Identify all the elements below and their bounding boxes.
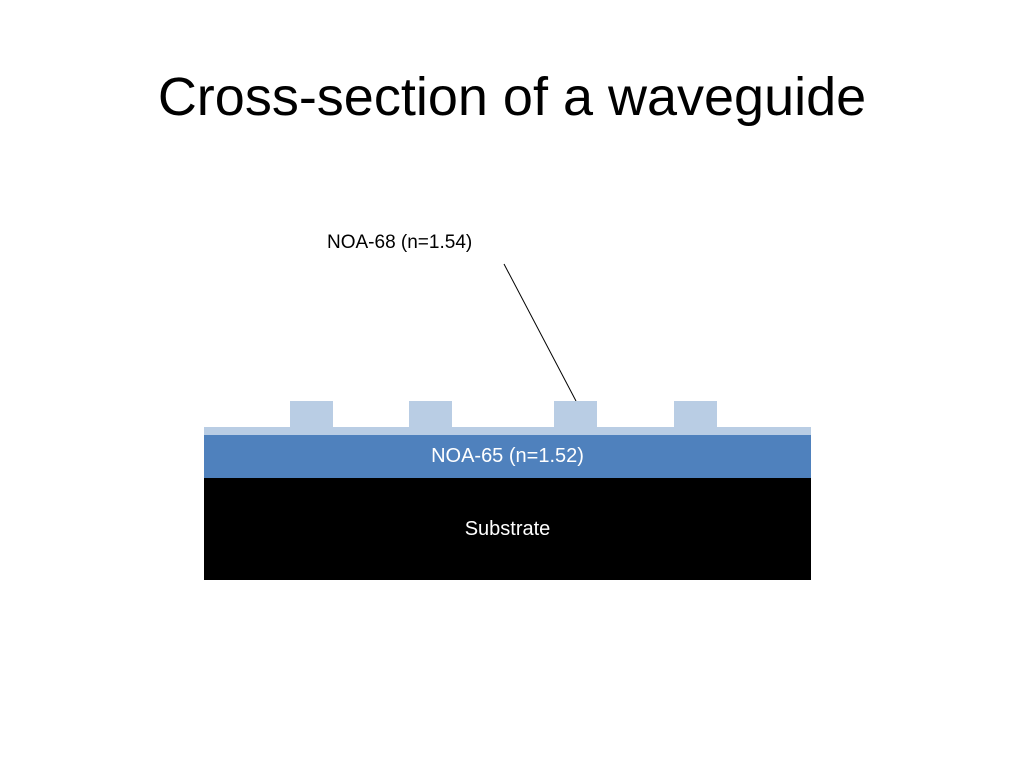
substrate-layer: Substrate	[204, 478, 811, 580]
core-material-label: NOA-68 (n=1.54)	[327, 232, 473, 253]
waveguide-core-rib	[290, 401, 333, 427]
waveguide-core-rib	[409, 401, 452, 427]
cladding-label: NOA-65 (n=1.52)	[431, 445, 584, 467]
cladding-layer: NOA-65 (n=1.52)	[204, 435, 811, 478]
waveguide-core-rib	[674, 401, 717, 427]
waveguide-core-rib	[554, 401, 597, 427]
core-slab-layer	[204, 427, 811, 435]
slide-title: Cross-section of a waveguide	[157, 67, 867, 127]
substrate-label: Substrate	[464, 517, 551, 540]
